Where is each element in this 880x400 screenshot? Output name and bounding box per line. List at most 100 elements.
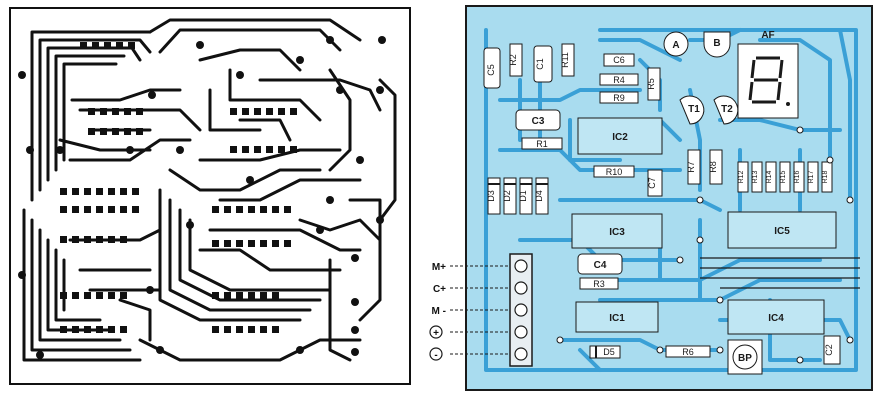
svg-text:R7: R7	[686, 161, 696, 173]
svg-text:R5: R5	[646, 78, 656, 90]
pad-row-3	[230, 108, 297, 153]
svg-text:T2: T2	[721, 104, 733, 115]
svg-text:D1: D1	[518, 190, 528, 202]
resistor-r7: R7	[686, 149, 701, 185]
resistor-r2: R2	[508, 43, 523, 77]
diode-d1: D1	[518, 177, 533, 215]
terminal-m-minus-label: M -	[432, 306, 446, 317]
pad-row-7	[212, 292, 279, 333]
ic-ic1: IC1	[575, 301, 659, 333]
svg-text:R9: R9	[613, 93, 625, 103]
diode-d4: D4	[534, 177, 549, 215]
component-a: A	[663, 31, 689, 57]
svg-text:C1: C1	[535, 58, 545, 70]
svg-text:A: A	[672, 40, 679, 51]
resistor-r1: R1	[521, 137, 563, 150]
resistor-r6: R6	[665, 345, 711, 358]
svg-text:R4: R4	[613, 75, 625, 85]
svg-text:R15: R15	[780, 170, 787, 183]
svg-text:R16: R16	[794, 170, 801, 183]
svg-text:D5: D5	[603, 347, 615, 357]
svg-text:IC4: IC4	[768, 313, 784, 324]
pad-row-1	[80, 42, 135, 49]
terminal-block	[509, 253, 533, 367]
capacitor-c7: C7	[647, 169, 663, 197]
transistor-t1: T1	[679, 95, 705, 125]
svg-text:D3: D3	[486, 190, 496, 202]
ic-ic4: IC4	[727, 299, 825, 335]
transistor-t2: T2	[713, 95, 739, 125]
svg-text:IC2: IC2	[612, 132, 628, 143]
svg-text:C6: C6	[613, 55, 625, 65]
terminal-labels: M+ C+ M - + -	[429, 262, 510, 361]
svg-text:R1: R1	[536, 139, 548, 149]
svg-text:R6: R6	[682, 347, 694, 357]
pad-row-5	[212, 206, 291, 247]
svg-text:R17: R17	[808, 170, 815, 183]
buzzer-bp: BP	[727, 339, 763, 375]
svg-text:R3: R3	[593, 279, 605, 289]
component-b: B	[703, 31, 731, 58]
diode-d3: D3	[486, 177, 501, 215]
resistor-r3: R3	[579, 277, 619, 290]
seven-segment-display-af: AF	[737, 30, 799, 119]
svg-text:R12: R12	[738, 170, 745, 183]
component-placement-panel: M+ C+ M - + - C5 R2 C1	[429, 5, 873, 391]
svg-text:R8: R8	[708, 161, 718, 173]
pad-row-6	[60, 236, 127, 299]
capacitor-c2: C2	[823, 335, 841, 365]
diode-d5: D5	[589, 345, 621, 359]
svg-text:C4: C4	[594, 260, 607, 271]
svg-text:C7: C7	[647, 177, 657, 189]
terminal-m-plus-label: M+	[432, 262, 446, 273]
terminal-c-plus-label: C+	[433, 284, 446, 295]
svg-text:R11: R11	[560, 52, 570, 68]
via-pads	[18, 36, 386, 359]
terminal-minus-label: -	[434, 350, 437, 361]
terminal-plus-label: +	[433, 328, 439, 339]
capacitor-c4: C4	[577, 253, 623, 275]
resistor-r9: R9	[599, 91, 639, 104]
ic-pad-rows	[60, 42, 297, 333]
svg-text:R13: R13	[752, 170, 759, 183]
plus-symbol-icon	[429, 325, 443, 339]
ic-ic5: IC5	[727, 211, 837, 249]
jumper-wires	[700, 257, 860, 289]
svg-text:C5: C5	[486, 64, 496, 76]
pad-row-2	[88, 108, 143, 135]
svg-text:B: B	[713, 38, 720, 49]
svg-text:BP: BP	[738, 353, 752, 364]
diode-d2: D2	[502, 177, 517, 215]
copper-layout-panel	[9, 7, 411, 385]
capacitor-c1: C1	[533, 45, 553, 83]
svg-text:R14: R14	[766, 170, 773, 183]
resistor-r11: R11	[560, 43, 575, 77]
ic-ic2: IC2	[577, 117, 663, 155]
capacitor-c5: C5	[483, 47, 501, 89]
resistor-r4: R4	[599, 73, 639, 86]
resistor-r10: R10	[593, 165, 635, 178]
svg-text:T1: T1	[688, 104, 700, 115]
minus-symbol-icon	[429, 347, 443, 361]
svg-text:IC5: IC5	[774, 226, 790, 237]
svg-text:C2: C2	[824, 344, 834, 356]
capacitor-c6: C6	[603, 53, 635, 67]
capacitor-c3: C3	[515, 109, 561, 131]
component-pads	[556, 126, 854, 364]
components: C5 R2 C1 R11 C6	[483, 30, 841, 375]
ic-ic3: IC3	[571, 213, 663, 249]
svg-text:IC3: IC3	[609, 227, 625, 238]
svg-text:R10: R10	[606, 167, 623, 177]
pad-row-8	[60, 326, 127, 333]
svg-text:AF: AF	[761, 30, 774, 41]
svg-text:C3: C3	[532, 116, 545, 127]
resistor-array: R12 R13 R14 R15 R16 R17 R18	[737, 161, 833, 193]
resistor-r5: R5	[646, 67, 661, 101]
svg-text:IC1: IC1	[609, 313, 625, 324]
svg-text:R2: R2	[508, 54, 518, 66]
svg-text:R18: R18	[822, 170, 829, 183]
pad-row-4	[60, 188, 139, 213]
svg-text:D2: D2	[502, 190, 512, 202]
svg-text:D4: D4	[534, 190, 544, 202]
